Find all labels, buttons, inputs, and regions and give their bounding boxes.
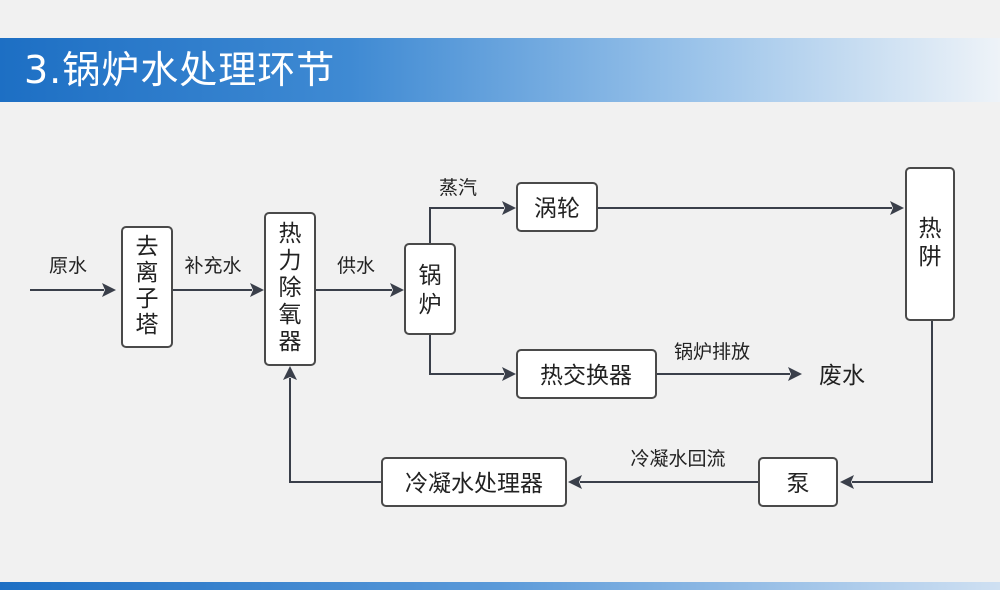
deionizer-char: 子: [136, 286, 159, 312]
arrowhead: [102, 283, 116, 297]
label-waste-water: 废水: [819, 363, 865, 389]
turbine-label: 涡轮: [534, 196, 580, 222]
edge-condensate-to-deaerator: [289, 378, 382, 483]
edges: [30, 201, 933, 489]
label-blowdown: 锅炉排放: [674, 341, 750, 363]
edge-steam: [429, 207, 504, 244]
deaerator-char: 氧: [279, 302, 302, 328]
pump-box: [758, 457, 838, 507]
label-feed-water: 供水: [337, 255, 375, 277]
steam-trap-char: 热: [919, 216, 942, 242]
label-steam: 蒸汽: [439, 177, 477, 199]
condensate-processor-label: 冷凝水处理器: [405, 471, 543, 497]
heat-exchanger-label: 热交换器: [540, 363, 632, 389]
deaerator-box: [264, 212, 316, 366]
condensate-processor-box: [381, 457, 567, 507]
turbine-box: [516, 182, 598, 232]
deionizer-char: 塔: [136, 312, 159, 338]
boiler-box: [404, 243, 456, 335]
label-makeup-water: 补充水: [184, 255, 241, 277]
arrowhead: [502, 201, 516, 215]
arrowhead: [390, 283, 404, 297]
steam-trap-char: 阱: [919, 244, 942, 270]
deionizer-char: 离: [136, 260, 159, 286]
deaerator-char: 力: [279, 248, 302, 274]
steam-trap-box: [905, 167, 955, 321]
arrowhead: [250, 283, 264, 297]
boiler-char: 锅: [419, 263, 442, 289]
edge-trap-to-pump: [852, 320, 933, 483]
arrowhead: [788, 367, 802, 381]
arrowhead: [840, 475, 854, 489]
deaerator-char: 热: [279, 221, 302, 247]
labels: 原水 去 离 子 塔 补充水 热 力 除 氧 器 供水 锅 炉 蒸汽 涡轮 热 …: [49, 177, 942, 497]
title-banner: 3.锅炉水处理环节: [0, 38, 1000, 102]
edge-boiler-to-hx: [429, 334, 504, 375]
label-raw-water: 原水: [49, 255, 87, 277]
deaerator-char: 器: [279, 329, 302, 355]
deaerator-char: 除: [279, 275, 302, 301]
pump-label: 泵: [787, 471, 810, 497]
arrowhead: [283, 366, 297, 380]
deionizer-box: [121, 226, 173, 348]
arrowhead: [890, 201, 904, 215]
nodes: [121, 167, 955, 507]
deionizer-char: 去: [136, 234, 159, 260]
bottom-accent-bar: [0, 582, 1000, 590]
page-title: 3.锅炉水处理环节: [24, 48, 336, 92]
label-condensate-return: 冷凝水回流: [630, 448, 725, 470]
boiler-char: 炉: [419, 292, 442, 318]
arrowhead: [568, 475, 582, 489]
arrowhead: [502, 367, 516, 381]
heat-exchanger-box: [516, 349, 657, 399]
